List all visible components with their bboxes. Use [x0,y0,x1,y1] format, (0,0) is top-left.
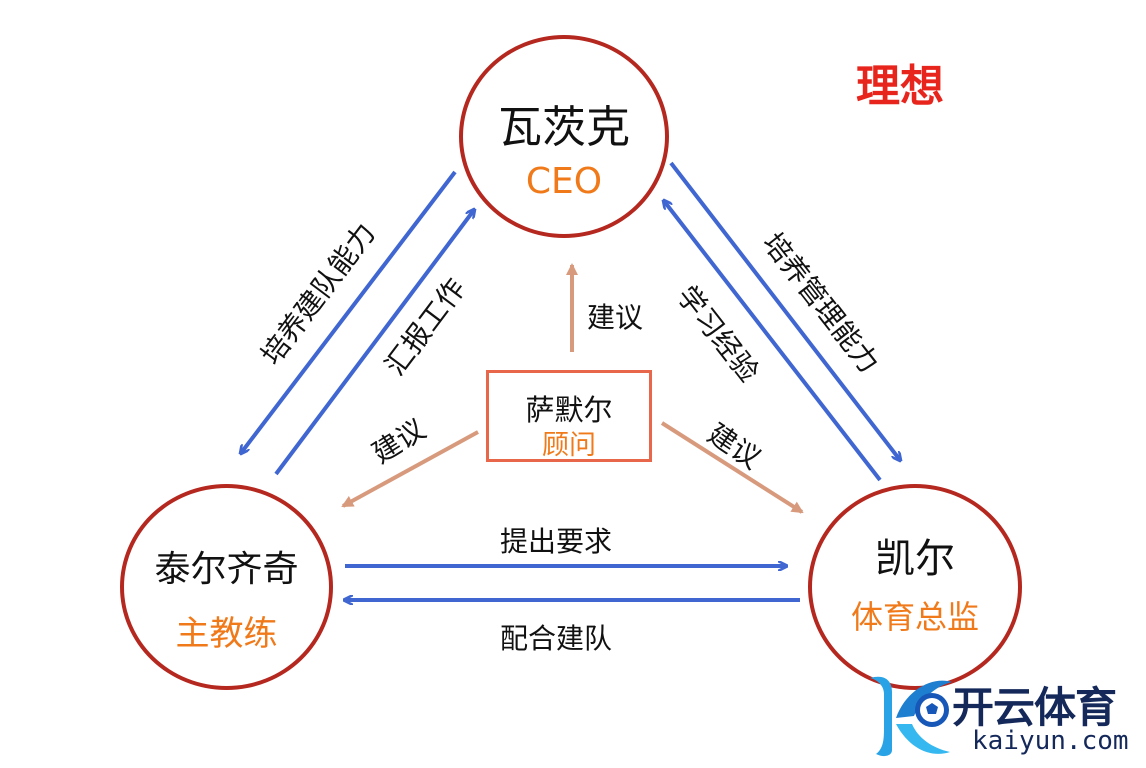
arrow-ceo-to-director [669,161,900,460]
coach-name: 泰尔齐奇 [154,549,299,590]
arrow-advisor-to-coach [341,430,479,508]
advisor-name: 萨默尔 [525,393,613,427]
coach-role: 主教练 [175,614,278,654]
arrow-director-to-ceo [664,201,882,482]
kaiyun-logo: 开云体育 kaiyun.com [862,668,1138,764]
arrow-coach-to-ceo [274,210,474,476]
label-director-to-coach: 配合建队 [500,622,613,655]
advisor-role: 顾问 [542,430,596,461]
director-role: 体育总监 [850,598,979,636]
director-name: 凯尔 [875,536,955,582]
node-ceo: 瓦茨克 CEO [459,35,669,238]
node-advisor: 萨默尔 顾问 [486,370,652,462]
node-sporting-director: 凯尔 体育总监 [808,484,1022,690]
label-advisor-to-ceo: 建议 [587,301,644,334]
arrow-ceo-to-coach [241,170,457,453]
kaiyun-emblem-icon [870,676,952,757]
logo-url-text: kaiyun.com [972,726,1129,756]
diagram-title: 理想 [856,61,944,112]
logo-brand-text: 开云体育 [952,683,1117,732]
node-head-coach: 泰尔齐奇 主教练 [120,484,333,690]
ceo-name: 瓦茨克 [498,102,630,153]
ceo-role: CEO [525,161,603,202]
label-coach-to-director: 提出要求 [500,525,613,558]
arrow-advisor-to-director [660,421,804,514]
